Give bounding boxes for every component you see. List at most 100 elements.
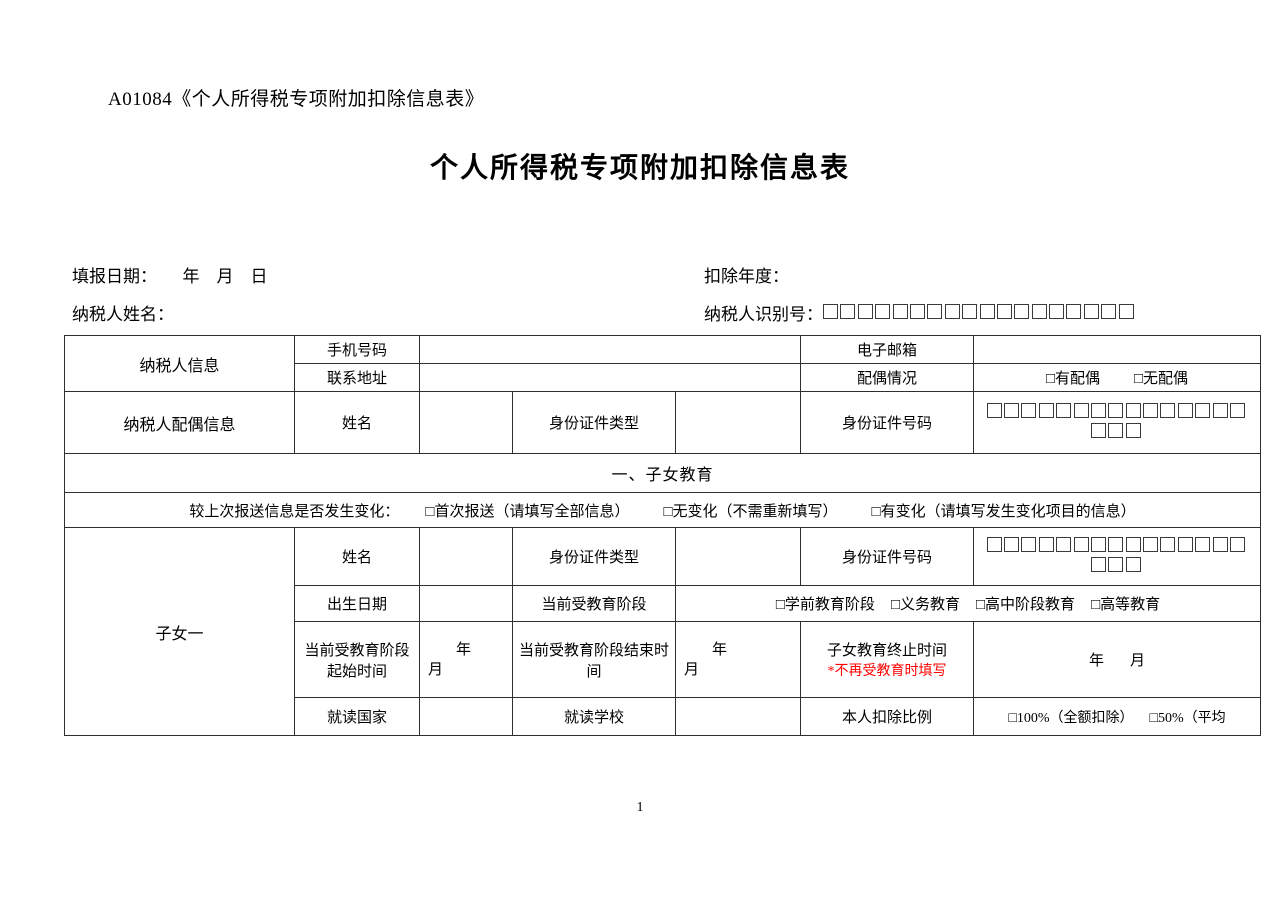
- id-digit-box[interactable]: [1160, 536, 1176, 552]
- spouse-id-boxes-line1[interactable]: [986, 402, 1248, 423]
- spouse-id-type-value[interactable]: [675, 391, 801, 454]
- taxpayer-name-label: 纳税人姓名：: [72, 305, 174, 324]
- id-digit-box[interactable]: [1073, 402, 1089, 418]
- spouse-name-value[interactable]: [419, 391, 513, 454]
- taxpayer-id-boxes[interactable]: [823, 303, 1136, 323]
- id-digit-box[interactable]: [1125, 556, 1141, 572]
- id-digit-box[interactable]: [1160, 402, 1176, 418]
- email-value[interactable]: [973, 335, 1261, 364]
- child-id-type-value[interactable]: [675, 527, 801, 586]
- checkbox-no-spouse[interactable]: □无配偶: [1134, 371, 1189, 387]
- id-digit-box[interactable]: [1143, 536, 1159, 552]
- spouse-id-boxes-line2[interactable]: [1090, 422, 1143, 443]
- id-digit-box[interactable]: [1038, 402, 1054, 418]
- child-stage-end-value[interactable]: 年 月: [675, 621, 801, 698]
- id-digit-box[interactable]: [1090, 402, 1106, 418]
- id-digit-box[interactable]: [1108, 536, 1124, 552]
- id-digit-box[interactable]: [1230, 536, 1246, 552]
- id-digit-box[interactable]: [1177, 402, 1193, 418]
- id-digit-box[interactable]: [1073, 536, 1089, 552]
- table-row-taxpayer-phone: 纳税人信息 手机号码 电子邮箱: [64, 335, 1261, 392]
- id-digit-box[interactable]: [1083, 303, 1099, 319]
- id-digit-box[interactable]: [1014, 303, 1030, 319]
- id-digit-box[interactable]: [1031, 303, 1047, 319]
- id-digit-box[interactable]: [1021, 402, 1037, 418]
- id-digit-box[interactable]: [1212, 536, 1228, 552]
- child-stage-start-month: 月: [428, 661, 444, 678]
- id-digit-box[interactable]: [1108, 556, 1124, 572]
- id-digit-box[interactable]: [1003, 536, 1019, 552]
- id-digit-box[interactable]: [944, 303, 960, 319]
- child-current-stage-options[interactable]: □学前教育阶段 □义务教育 □高中阶段教育 □高等教育: [675, 585, 1261, 622]
- id-digit-box[interactable]: [1056, 402, 1072, 418]
- child-id-boxes-line1[interactable]: [986, 536, 1248, 557]
- spouse-id-number-boxes[interactable]: [973, 391, 1261, 454]
- child-name-value[interactable]: [419, 527, 513, 586]
- id-digit-box[interactable]: [892, 303, 908, 319]
- id-digit-box[interactable]: [1038, 536, 1054, 552]
- id-digit-box[interactable]: [1066, 303, 1082, 319]
- id-digit-box[interactable]: [1230, 402, 1246, 418]
- spouse-status-options[interactable]: □有配偶 □无配偶: [973, 363, 1261, 392]
- id-digit-box[interactable]: [962, 303, 978, 319]
- child-stage-start-value[interactable]: 年 月: [419, 621, 513, 698]
- id-digit-box[interactable]: [1177, 536, 1193, 552]
- checkbox-has-spouse[interactable]: □有配偶: [1045, 371, 1100, 387]
- id-digit-box[interactable]: [986, 402, 1002, 418]
- id-digit-box[interactable]: [1003, 402, 1019, 418]
- id-digit-box[interactable]: [1212, 402, 1228, 418]
- child-study-school-value[interactable]: [675, 697, 801, 736]
- id-digit-box[interactable]: [986, 536, 1002, 552]
- checkbox-ratio-100[interactable]: □100%（全额扣除）: [1008, 710, 1134, 726]
- child-birth-date-value[interactable]: [419, 585, 513, 622]
- checkbox-compulsory[interactable]: □义务教育: [890, 597, 960, 613]
- id-digit-box[interactable]: [927, 303, 943, 319]
- id-digit-box[interactable]: [1049, 303, 1065, 319]
- id-digit-box[interactable]: [1090, 556, 1106, 572]
- id-digit-box[interactable]: [909, 303, 925, 319]
- child-id-boxes-line2[interactable]: [1090, 556, 1143, 577]
- id-digit-box[interactable]: [1125, 402, 1141, 418]
- phone-value[interactable]: [419, 335, 801, 364]
- id-digit-box[interactable]: [1090, 536, 1106, 552]
- child-study-country-label: 就读国家: [294, 697, 420, 736]
- id-digit-box[interactable]: [1143, 402, 1159, 418]
- id-digit-box[interactable]: [1101, 303, 1117, 319]
- id-digit-box[interactable]: [1195, 536, 1211, 552]
- child-stage-start-year: 年: [456, 641, 472, 658]
- id-digit-box[interactable]: [1125, 422, 1141, 438]
- id-digit-box[interactable]: [1195, 402, 1211, 418]
- checkbox-highschool[interactable]: □高中阶段教育: [976, 597, 1076, 613]
- id-digit-box[interactable]: [1090, 422, 1106, 438]
- id-digit-box[interactable]: [979, 303, 995, 319]
- child-study-country-value[interactable]: [419, 697, 513, 736]
- child-current-stage-label: 当前受教育阶段: [512, 585, 676, 622]
- taxpayer-id-group: 纳税人识别号：: [704, 300, 1136, 325]
- id-digit-box[interactable]: [823, 303, 838, 319]
- child-edu-stop-value[interactable]: 年月: [973, 621, 1261, 698]
- child-id-number-boxes[interactable]: [973, 527, 1261, 586]
- checkbox-has-change[interactable]: □有变化（请填写发生变化项目的信息）: [871, 503, 1136, 520]
- child-stage-end-label: 当前受教育阶段结束时间: [512, 621, 676, 698]
- fill-date-label: 填报日期： 年 月 日: [72, 267, 268, 286]
- id-digit-box[interactable]: [996, 303, 1012, 319]
- checkbox-first-report[interactable]: □首次报送（请填写全部信息）: [425, 503, 630, 520]
- id-digit-box[interactable]: [1021, 536, 1037, 552]
- id-digit-box[interactable]: [857, 303, 873, 319]
- checkbox-ratio-50[interactable]: □50%（平均: [1149, 710, 1226, 726]
- change-status-row[interactable]: 较上次报送信息是否发生变化：□首次报送（请填写全部信息）□无变化（不需重新填写）…: [64, 492, 1261, 528]
- checkbox-no-change[interactable]: □无变化（不需重新填写）: [663, 503, 838, 520]
- id-digit-box[interactable]: [1118, 303, 1134, 319]
- id-digit-box[interactable]: [1108, 422, 1124, 438]
- child-deduction-ratio-options[interactable]: □100%（全额扣除） □50%（平均: [973, 697, 1261, 736]
- id-digit-box[interactable]: [875, 303, 891, 319]
- checkbox-preschool[interactable]: □学前教育阶段: [775, 597, 875, 613]
- checkbox-higher-education[interactable]: □高等教育: [1091, 597, 1161, 613]
- address-value[interactable]: [419, 363, 801, 392]
- id-digit-box[interactable]: [1056, 536, 1072, 552]
- id-digit-box[interactable]: [1125, 536, 1141, 552]
- id-digit-box[interactable]: [840, 303, 856, 319]
- id-digit-box[interactable]: [1108, 402, 1124, 418]
- spouse-id-type-label: 身份证件类型: [512, 391, 676, 454]
- child-birth-date-label: 出生日期: [294, 585, 420, 622]
